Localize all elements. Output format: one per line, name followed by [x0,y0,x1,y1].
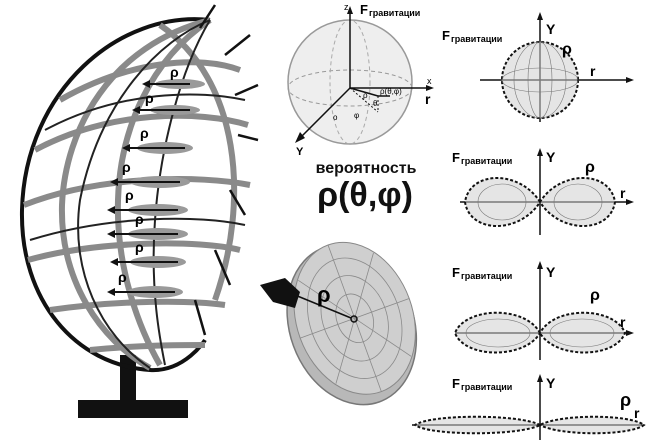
f-grav-label: F [452,150,460,165]
f-grav-label: F [442,28,450,43]
r-axis-label: r [425,91,431,107]
petal-arrow: ρ [142,64,205,89]
hemisphere-grid-diagram: ρ ρ ρ ρ ρ ρ [19,4,259,418]
theta-label: θ [373,99,378,108]
rim-spokes [193,4,259,336]
rho-label: ρ [170,64,179,80]
petal-arrow: ρ [122,125,193,154]
f-grav-label: F [452,376,460,391]
pattern-plot-torus: F гравитации Y ρ r [452,148,634,235]
r-axis-label: r [590,63,596,79]
rho-small-label: ρ [363,91,368,100]
origin-label: o [333,113,338,122]
y-axis-label: Y [546,264,556,280]
probability-petals: ρ ρ ρ ρ ρ ρ [107,64,205,298]
x-axis-label: x [427,76,432,86]
petal-arrow: ρ [107,269,183,298]
r-axis-label: r [620,314,626,330]
f-grav-label: F [452,265,460,280]
rho-label: ρ [125,187,134,203]
petal-arrow: ρ [107,187,188,216]
f-grav-sub-label: гравитации [451,34,502,44]
y-axis-label: Y [546,375,556,391]
probability-formula: ρ(θ,φ) [317,176,413,214]
petal-arrow: ρ [110,159,190,188]
y-axis-label: Y [296,146,304,158]
black-arrow-icon [260,278,300,308]
y-axis-label: Y [546,149,556,165]
r-axis-label: r [634,405,640,421]
rho-label: ρ [590,287,600,304]
z-axis-label: z [344,2,349,12]
rho-label: ρ [118,269,127,285]
hemisphere-outline [19,17,211,373]
hemisphere-grid-dark [29,19,246,369]
f-grav-sub-label: гравитации [369,8,420,18]
f-grav-sub-label: гравитации [461,382,512,392]
rho-label: ρ [145,90,154,106]
pattern-plot-disk: F гравитации Y ρ r [412,374,646,440]
rho-label: ρ [122,159,131,175]
rho-label: ρ [135,239,144,255]
petal-arrow: ρ [107,211,188,240]
f-grav-sub-label: гравитации [461,271,512,281]
rho-label: ρ [562,41,572,58]
pattern-plot-flat-torus: F гравитации Y ρ r [452,261,634,360]
y-axis-label: Y [546,21,556,37]
rho-label: ρ [140,125,149,141]
point-coords-label: ρ(θ,φ) [380,87,402,96]
hemisphere-grid [22,17,251,371]
pattern-plot-sphere: F гравитации Y ρ r [442,12,634,122]
rho-disk-label: ρ [317,282,331,307]
f-grav-label: F [360,2,368,17]
petal-arrow: ρ [110,239,186,268]
rho-label: ρ [620,390,631,410]
sphere-coordinate-diagram: z F гравитации x r Y ρ(θ,φ) θ φ o ρ [287,2,434,158]
disk-diagram: ρ [260,241,418,406]
r-axis-label: r [620,185,626,201]
stand-base [78,400,188,418]
phi-label: φ [354,111,359,120]
petal-arrow: ρ [132,90,200,115]
f-grav-sub-label: гравитации [461,156,512,166]
rho-label: ρ [135,211,144,227]
rho-label: ρ [585,159,595,176]
probability-caption: вероятность [315,160,417,177]
